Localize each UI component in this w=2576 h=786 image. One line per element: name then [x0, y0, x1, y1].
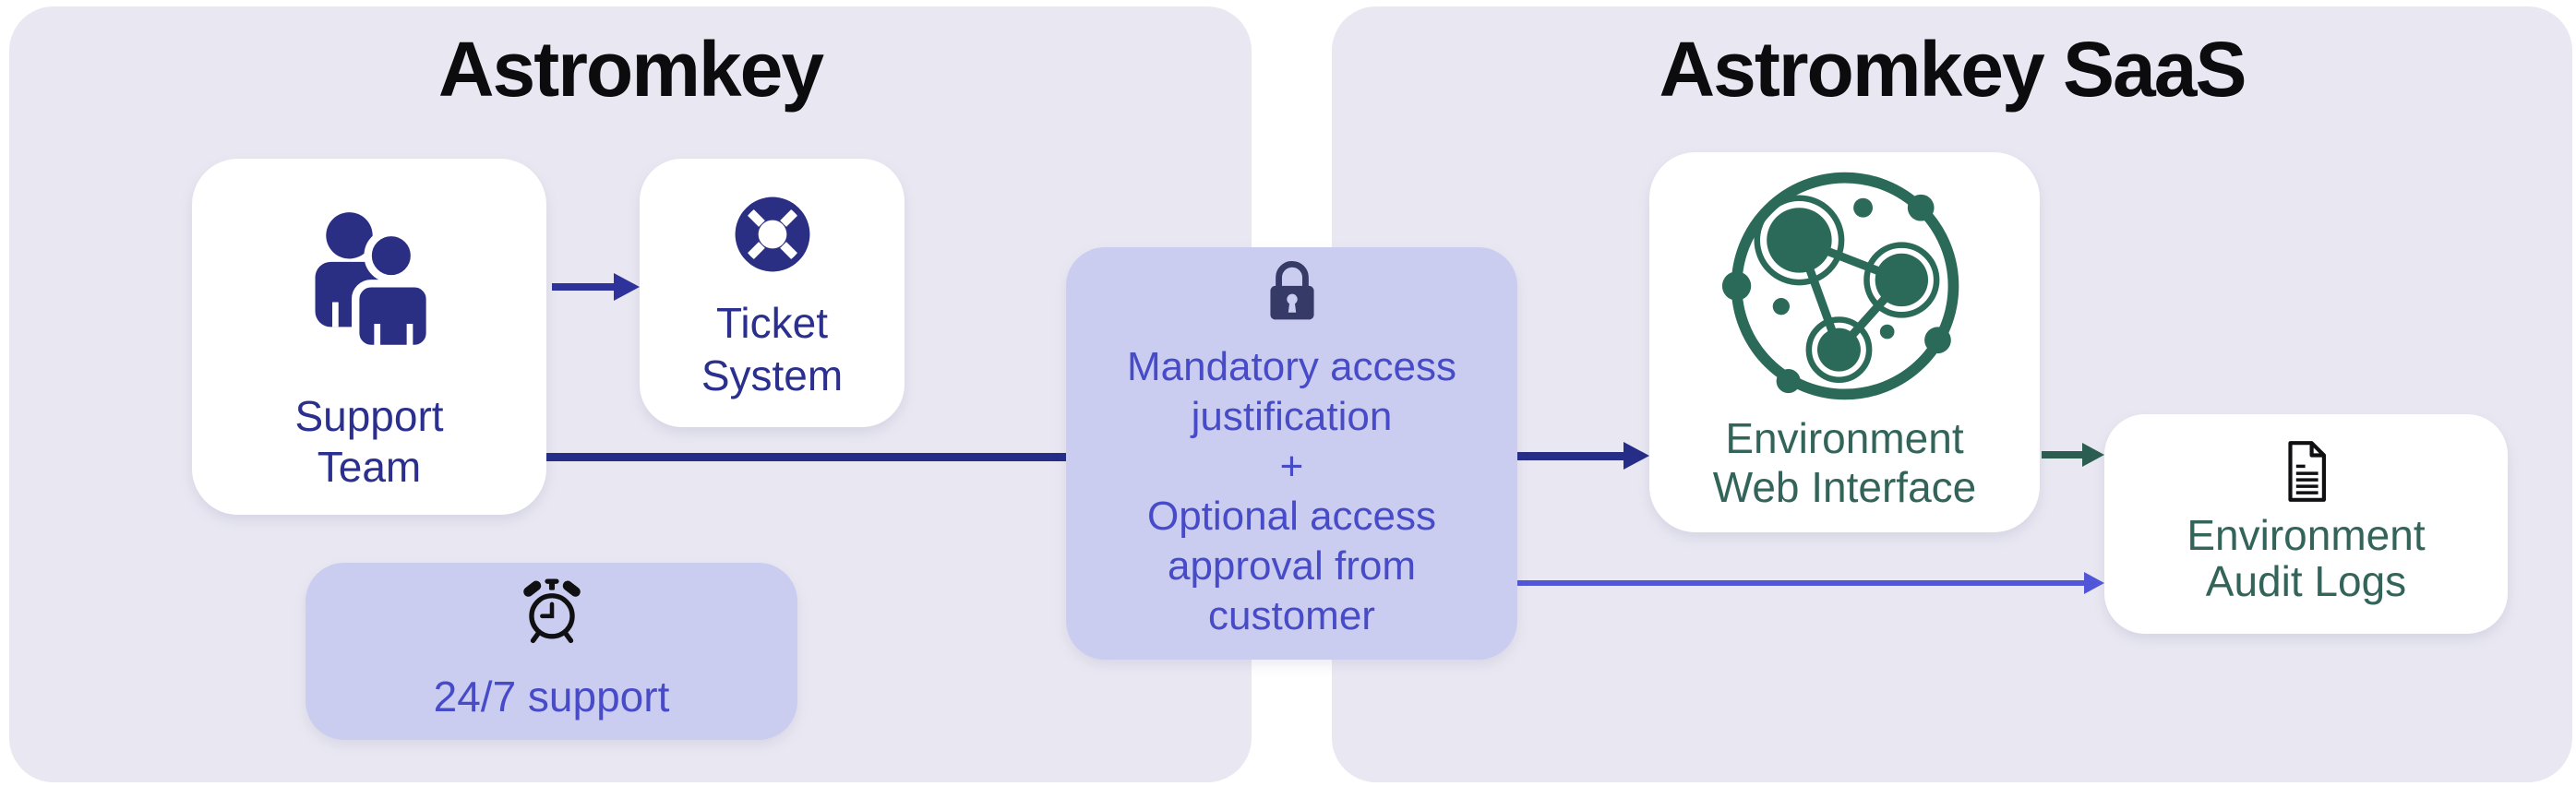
arrow-head-icon — [1623, 442, 1649, 470]
access-gate-line-1: Mandatory access — [1126, 344, 1457, 389]
right-panel-title: Astromkey SaaS — [1659, 26, 2247, 113]
lifebuoy-icon — [735, 196, 810, 272]
audit-logs-label: Environment Audit Logs — [2104, 512, 2508, 604]
web-interface-card: Environment Web Interface — [1649, 152, 2040, 532]
arrow-gate-to-web-interface — [1516, 442, 1649, 470]
access-gate-line-2: justification — [1191, 394, 1393, 439]
lock-icon — [1270, 261, 1314, 320]
arrow-head-icon — [614, 273, 640, 301]
alarm-clock-icon — [523, 578, 581, 644]
support-badge-box: 24/7 support — [306, 563, 797, 740]
people-icon — [315, 212, 435, 353]
arrow-shaft — [552, 283, 614, 291]
left-panel-title: Astromkey — [437, 26, 824, 113]
support-team-label-line2: Team — [317, 443, 422, 491]
audit-logs-label-line1: Environment — [2187, 511, 2426, 559]
ticket-system-card: Ticket System — [640, 159, 905, 427]
line-support-to-gate — [546, 453, 1066, 461]
ticket-system-label-line1: Ticket — [716, 299, 828, 347]
access-gate-line-6: customer — [1208, 593, 1375, 638]
arrow-support-to-ticket — [552, 273, 640, 301]
support-team-label-line1: Support — [294, 392, 444, 440]
support-team-label: Support Team — [192, 391, 546, 493]
arrow-shaft — [1517, 580, 2084, 586]
astromkey-saas-panel: Astromkey SaaS — [1332, 6, 2572, 782]
arrow-head-icon — [2084, 572, 2104, 594]
network-nodes-icon — [1721, 172, 1959, 400]
arrow-web-interface-to-audit-logs — [2042, 443, 2104, 467]
audit-logs-card: Environment Audit Logs — [2104, 414, 2508, 634]
support-badge-label: 24/7 support — [433, 673, 670, 720]
support-team-card: Support Team — [192, 159, 546, 515]
ticket-system-label: Ticket System — [640, 297, 905, 402]
access-gate-line-4: Optional access — [1146, 494, 1437, 539]
arrow-gate-to-audit-logs — [1517, 572, 2104, 594]
arrow-shaft — [2042, 451, 2082, 458]
audit-logs-label-line2: Audit Logs — [2205, 557, 2407, 605]
web-interface-label-line1: Environment — [1725, 414, 1964, 462]
access-gate-text: Mandatory access justification + Optiona… — [1066, 342, 1517, 641]
ticket-system-label-line2: System — [701, 351, 844, 399]
access-gate-line-5: approval from — [1167, 543, 1416, 589]
web-interface-label-line2: Web Interface — [1712, 463, 1977, 511]
document-icon — [2288, 441, 2326, 502]
access-gate-box: Mandatory access justification + Optiona… — [1066, 247, 1517, 660]
arrow-head-icon — [2082, 443, 2104, 467]
access-gate-line-3: + — [1279, 444, 1304, 489]
web-interface-label: Environment Web Interface — [1649, 414, 2040, 512]
arrow-shaft — [1516, 451, 1623, 460]
